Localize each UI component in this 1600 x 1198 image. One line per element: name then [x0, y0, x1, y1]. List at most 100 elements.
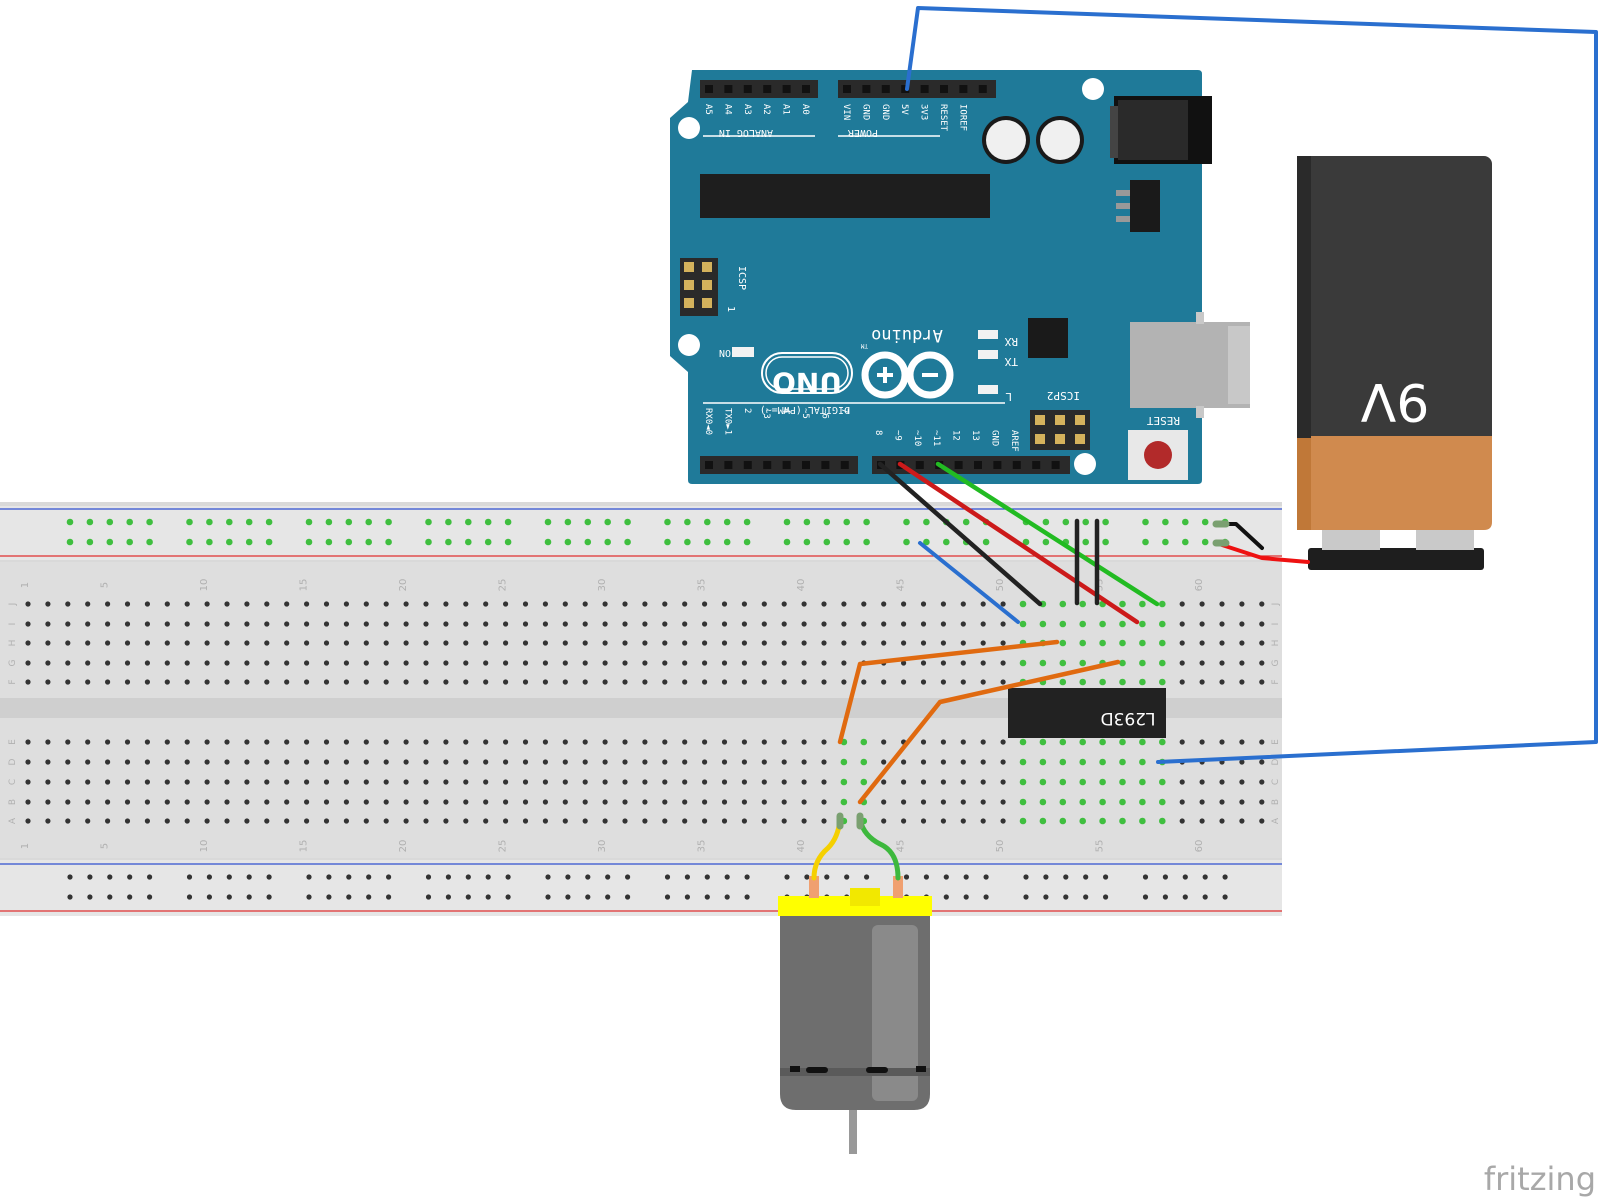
- breadboard-hole: [1079, 817, 1086, 825]
- breadboard-hole: [264, 621, 270, 627]
- breadboard-hole: [124, 739, 131, 745]
- breadboard-hole: [105, 660, 111, 666]
- breadboard-hole: [721, 739, 728, 745]
- breadboard-hole: [383, 660, 389, 666]
- breadboard-hole: [323, 621, 330, 627]
- breadboard-hole: [642, 640, 648, 646]
- l-led: [978, 385, 998, 394]
- header-pin: [840, 461, 849, 469]
- column-number: 25: [498, 579, 509, 592]
- breadboard-hole: [244, 779, 250, 785]
- rail-hole: [1142, 518, 1149, 526]
- rail-hole: [226, 538, 233, 546]
- rail-hole: [504, 538, 512, 546]
- breadboard-hole: [403, 640, 409, 646]
- breadboard-hole: [542, 621, 549, 627]
- breadboard-hole: [702, 640, 708, 646]
- breadboard: 1155101015152020252530303535404045455050…: [0, 502, 1282, 916]
- breadboard-hole: [1000, 759, 1006, 765]
- breadboard-hole: [682, 601, 688, 607]
- breadboard-hole: [105, 779, 111, 785]
- breadboard-hole: [164, 739, 170, 745]
- rail-hole: [1162, 894, 1168, 900]
- rail-hole: [106, 538, 114, 546]
- wire-motor-green: [857, 817, 901, 881]
- breadboard-hole: [45, 660, 51, 666]
- breadboard-hole: [1119, 620, 1126, 628]
- breadboard-hole: [323, 640, 330, 646]
- breadboard-hole: [144, 779, 150, 785]
- breadboard-hole: [284, 640, 290, 646]
- breadboard-hole: [582, 799, 588, 805]
- breadboard-hole: [204, 640, 210, 646]
- breadboard-hole: [403, 601, 409, 607]
- motor-terminal: [809, 876, 819, 898]
- breadboard-hole: [483, 759, 489, 765]
- rail-hole: [345, 518, 353, 526]
- breadboard-hole: [124, 759, 131, 765]
- wire-blue-jumper: [918, 541, 1020, 624]
- breadboard-hole: [702, 818, 708, 824]
- breadboard-hole: [144, 739, 150, 745]
- rail-hole: [146, 518, 153, 526]
- breadboard-hole: [821, 759, 827, 765]
- breadboard-hole: [463, 679, 469, 685]
- breadboard-hole: [522, 660, 529, 666]
- breadboard-hole: [85, 818, 91, 824]
- rail-hole: [1102, 518, 1109, 526]
- rail-hole: [803, 538, 811, 546]
- breadboard-hole: [264, 640, 270, 646]
- breadboard-hole: [184, 640, 190, 646]
- breadboard-hole: [542, 759, 549, 765]
- header-pin: [743, 85, 752, 93]
- wire-pin8-black: [877, 461, 1043, 607]
- breadboard-hole: [801, 779, 807, 785]
- breadboard-hole: [682, 739, 688, 745]
- breadboard-hole: [204, 759, 210, 765]
- breadboard-hole: [860, 738, 868, 746]
- rail-hole: [1063, 874, 1069, 880]
- breadboard-hole: [124, 818, 131, 824]
- breadboard-hole: [841, 621, 847, 627]
- row-letter: D: [8, 758, 18, 765]
- breadboard-hole: [45, 779, 51, 785]
- header-pin: [802, 461, 810, 469]
- breadboard-hole: [65, 640, 71, 646]
- breadboard-hole: [980, 679, 986, 685]
- breadboard-hole: [204, 679, 210, 685]
- breadboard-hole: [582, 640, 588, 646]
- breadboard-hole: [184, 621, 190, 627]
- breadboard-hole: [1000, 818, 1006, 824]
- breadboard-hole: [1079, 620, 1086, 628]
- breadboard-hole: [25, 818, 31, 824]
- breadboard-hole: [85, 601, 91, 607]
- breadboard-hole: [105, 601, 111, 607]
- breadboard-hole: [244, 759, 250, 765]
- breadboard-hole: [1000, 679, 1006, 685]
- breadboard-hole: [1259, 779, 1265, 785]
- breadboard-hole: [443, 799, 449, 805]
- breadboard-hole: [1119, 817, 1126, 825]
- breadboard-hole: [781, 799, 787, 805]
- atmega-chip: [700, 174, 990, 218]
- row-letter: J: [8, 603, 18, 607]
- header-pin: [959, 85, 968, 93]
- breadboard-hole: [522, 759, 529, 765]
- breadboard-hole: [1159, 600, 1166, 608]
- breadboard-hole: [244, 660, 250, 666]
- breadboard-hole: [423, 640, 429, 646]
- header-pin: [954, 461, 963, 469]
- breadboard-hole: [105, 759, 111, 765]
- breadboard-hole: [1219, 779, 1225, 785]
- breadboard-hole: [801, 759, 807, 765]
- breadboard-hole: [622, 660, 628, 666]
- icsp-pin1-label: 1: [725, 306, 736, 312]
- breadboard-hole: [443, 660, 449, 666]
- row-letter: A: [1271, 817, 1281, 824]
- breadboard-hole: [423, 739, 429, 745]
- breadboard-hole: [1239, 799, 1245, 805]
- rail-hole: [226, 874, 232, 880]
- rail-hole: [684, 874, 691, 880]
- breadboard-hole: [662, 739, 668, 745]
- wire-pin11-green: [935, 461, 1160, 607]
